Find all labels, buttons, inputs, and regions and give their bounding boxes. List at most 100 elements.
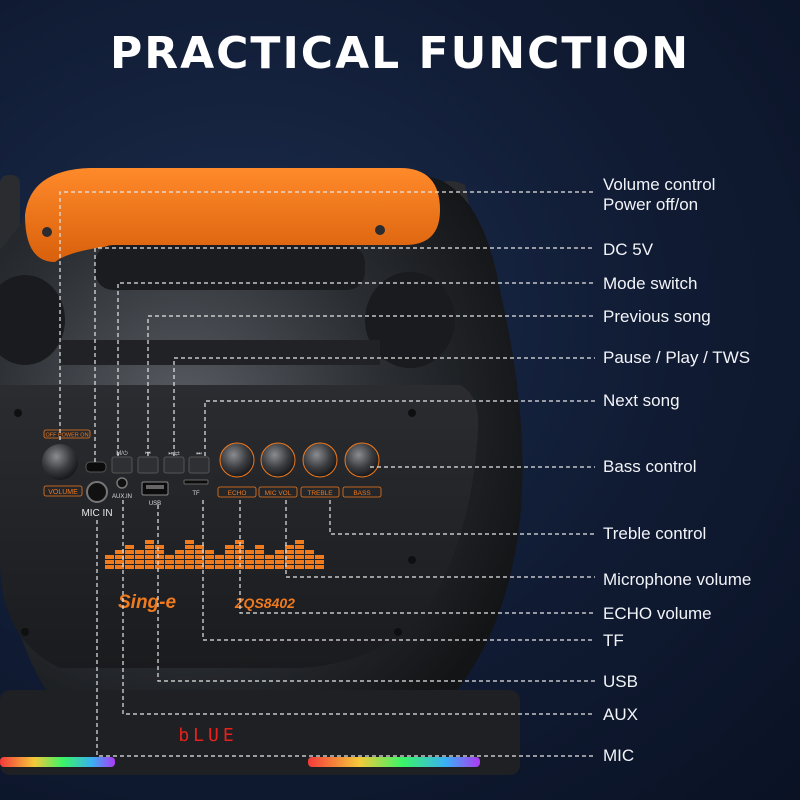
bass-knob[interactable] — [344, 442, 380, 478]
eq-segment — [265, 560, 274, 564]
eq-segment — [125, 550, 134, 554]
eq-segment — [295, 555, 304, 559]
dc-5v-port[interactable] — [85, 461, 107, 473]
volume-knob[interactable] — [42, 444, 78, 480]
eq-segment — [185, 565, 194, 569]
eq-segment — [205, 560, 214, 564]
callout-volume-line2: Power off/on — [603, 195, 699, 214]
right-speaker-pod — [365, 272, 455, 368]
callout-line-mic — [96, 520, 595, 757]
eq-segment — [225, 550, 234, 554]
eq-segment — [105, 560, 114, 564]
eq-segment — [105, 565, 114, 569]
eq-segment — [185, 545, 194, 549]
eq-segment — [295, 540, 304, 544]
callout-aux: AUX — [603, 705, 638, 724]
play-pause-button[interactable] — [163, 456, 185, 474]
eq-segment — [295, 565, 304, 569]
eq-segment — [145, 550, 154, 554]
model-number: ZQS8402 — [234, 595, 295, 611]
eq-segment — [255, 550, 264, 554]
eq-segment — [135, 555, 144, 559]
eq-segment — [315, 565, 324, 569]
eq-segment — [275, 555, 284, 559]
eq-segment — [265, 565, 274, 569]
eq-segment — [305, 550, 314, 554]
eq-segment — [135, 565, 144, 569]
eq-segment — [145, 545, 154, 549]
eq-segment — [135, 550, 144, 554]
callout-next-song: Next song — [603, 391, 680, 410]
eq-segment — [125, 545, 134, 549]
callout-line-mode — [117, 282, 595, 456]
tf-slot[interactable] — [183, 479, 209, 485]
callout-volume-control: Volume control Power off/on — [603, 175, 715, 215]
previous-song-button[interactable] — [137, 456, 159, 474]
tf-label: TF — [192, 491, 200, 497]
echo-label: ECHO — [228, 490, 247, 497]
eq-segment — [175, 550, 184, 554]
eq-segment — [285, 555, 294, 559]
eq-segment — [305, 555, 314, 559]
echo-knob-group: ECHO — [217, 442, 257, 498]
mic-vol-knob[interactable] — [260, 442, 296, 478]
eq-segment — [205, 555, 214, 559]
eq-segment — [245, 560, 254, 564]
eq-segment — [175, 555, 184, 559]
eq-segment — [285, 565, 294, 569]
eq-segment — [285, 560, 294, 564]
rgb-light-right — [308, 757, 480, 767]
eq-segment — [245, 550, 254, 554]
eq-segment — [155, 550, 164, 554]
eq-segment — [155, 545, 164, 549]
mic-in-jack[interactable] — [86, 481, 108, 503]
eq-segment — [295, 545, 304, 549]
eq-segment — [225, 555, 234, 559]
eq-segment — [315, 555, 324, 559]
callout-microphone-volume: Microphone volume — [603, 570, 752, 589]
eq-segment — [205, 565, 214, 569]
left-speaker-pod — [0, 275, 65, 365]
callout-line-next — [204, 400, 595, 456]
echo-knob[interactable] — [219, 442, 255, 478]
callout-line-play — [173, 357, 595, 456]
callout-tf: TF — [603, 631, 624, 650]
top-bar — [60, 340, 380, 365]
bass-label: BASS — [353, 490, 371, 497]
eq-segment — [115, 565, 124, 569]
eq-segment — [255, 560, 264, 564]
aux-jack[interactable] — [116, 477, 128, 489]
treble-knob[interactable] — [302, 442, 338, 478]
handle-screw-left — [42, 227, 52, 237]
page-title: PRACTICAL FUNCTION — [109, 28, 691, 79]
eq-segment — [155, 560, 164, 564]
eq-segment — [275, 550, 284, 554]
eq-segment — [295, 550, 304, 554]
eq-segment — [195, 550, 204, 554]
eq-segment — [155, 555, 164, 559]
callout-line-volume — [59, 191, 595, 440]
mode-button[interactable] — [111, 456, 133, 474]
usb-label: USB — [149, 501, 161, 507]
next-song-button[interactable] — [188, 456, 210, 474]
callout-line-dc — [94, 247, 595, 462]
eq-segment — [115, 550, 124, 554]
eq-segment — [225, 560, 234, 564]
eq-segment — [185, 555, 194, 559]
eq-segment — [285, 550, 294, 554]
callout-dc-5v: DC 5V — [603, 240, 654, 259]
callout-echo-volume: ECHO volume — [603, 604, 712, 623]
bass-knob-group: BASS — [342, 442, 382, 498]
callout-line-prev — [147, 315, 595, 456]
callout-mode-switch: Mode switch — [603, 274, 698, 293]
eq-segment — [165, 565, 174, 569]
eq-segment — [215, 560, 224, 564]
speaker-base — [0, 690, 520, 775]
eq-segment — [305, 565, 314, 569]
eq-segment — [125, 560, 134, 564]
eq-segment — [115, 555, 124, 559]
eq-segment — [175, 565, 184, 569]
brand-logo: Sing-e — [118, 592, 176, 613]
eq-segment — [105, 555, 114, 559]
